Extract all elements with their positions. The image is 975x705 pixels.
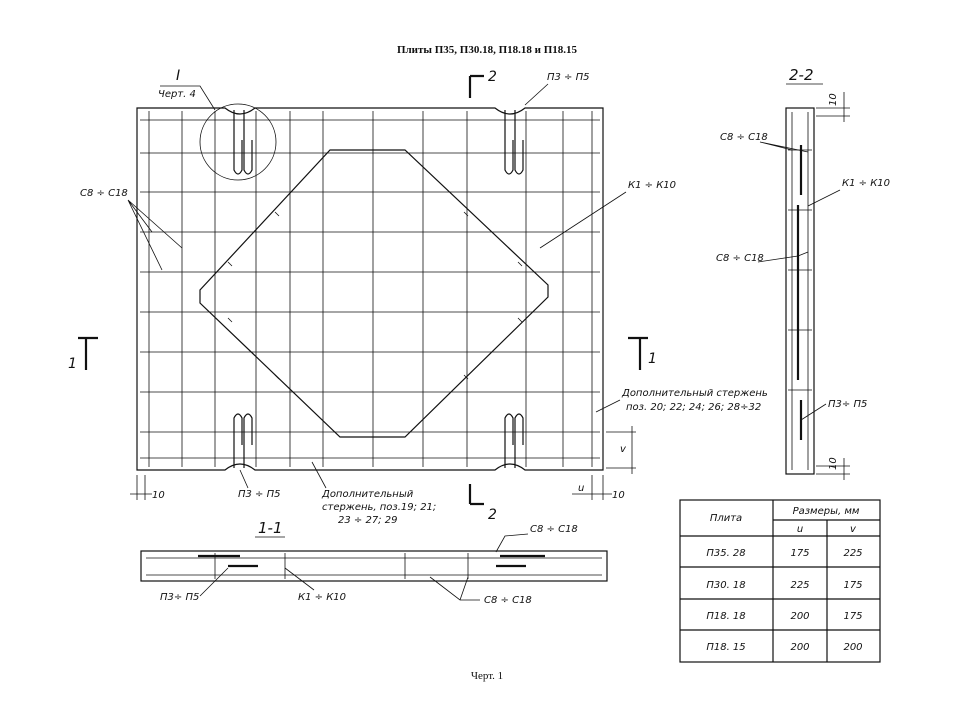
mesh-vertical-bars xyxy=(148,111,593,467)
table-border xyxy=(679,499,881,663)
section-2-2-dims xyxy=(816,92,850,480)
table-row-u: 175 xyxy=(790,548,809,559)
section-1-1-loops-label: П3÷ П5 xyxy=(160,592,199,603)
section-2-2-title: 2-2 xyxy=(789,66,814,84)
lifting-loop-bottom-right xyxy=(504,413,524,468)
loops-top-leader xyxy=(524,83,549,106)
table-row-u: 225 xyxy=(790,580,809,591)
mesh-horizontal-bars xyxy=(140,119,600,459)
lifting-loop-top-left xyxy=(233,110,253,175)
frames-label: К1 ÷ К10 xyxy=(628,180,676,191)
section-2-2-loops xyxy=(796,145,803,440)
table-row-u: 200 xyxy=(790,642,809,653)
table-row-v: 200 xyxy=(843,642,862,653)
slab-outline xyxy=(136,107,604,471)
extra-bar-right-label-2: поз. 20; 22; 24; 26; 28÷32 xyxy=(626,402,761,413)
sizes-table: Плита Размеры, мм u v П35. 28 175 225 П3… xyxy=(679,499,881,663)
mesh-left-leaders xyxy=(127,199,183,271)
section-1-1-outline xyxy=(140,550,608,582)
section-1-1-mesh-bottom-label: С8 ÷ С18 xyxy=(484,595,532,606)
table-header-sizes: Размеры, мм xyxy=(793,506,860,517)
section-2-2-dim-top: 10 xyxy=(828,93,839,106)
dim-right-value: 10 xyxy=(612,490,625,501)
section-1-left-label: 1 xyxy=(68,356,77,372)
section-2-2-bars xyxy=(788,112,812,470)
lifting-loop-bottom-left xyxy=(233,413,253,468)
diamond-frame xyxy=(199,149,549,438)
table-row-v: 225 xyxy=(843,548,862,559)
section-2-2-mesh-mid-leader xyxy=(757,251,809,263)
extra-bar-bottom-leader xyxy=(311,461,327,489)
section-1-right-label: 1 xyxy=(648,351,657,367)
detail-ref: Черт. 4 xyxy=(158,89,196,100)
dim-left-value: 10 xyxy=(152,490,165,501)
section-1-1-mesh-top-label: С8 ÷ С18 xyxy=(530,524,578,535)
drawing-title: Плиты П35, П30.18, П18.18 и П18.15 xyxy=(397,44,578,56)
detail-mark: I xyxy=(176,68,180,84)
extra-bar-bottom-label-1: Дополнительный xyxy=(321,489,414,500)
dimension-v xyxy=(606,426,636,474)
loops-bottom-label: П3 ÷ П5 xyxy=(238,489,281,500)
lifting-loop-top-right xyxy=(504,110,524,175)
table-grid xyxy=(680,500,880,662)
section-2-top-marker xyxy=(468,74,484,98)
extra-bar-bottom-label-3: 23 ÷ 27; 29 xyxy=(338,515,397,526)
section-1-1-title: 1-1 xyxy=(258,519,283,537)
section-1-1-loops-leader xyxy=(199,567,229,597)
frame-ticks xyxy=(227,211,523,380)
table-header-v: v xyxy=(850,524,857,535)
table-row-u: 200 xyxy=(790,611,809,622)
section-2-2-outline xyxy=(785,107,815,475)
dim-u-value: u xyxy=(578,483,584,494)
section-2-2-frames-leader xyxy=(807,189,841,207)
section-2-2-mesh-top-leader xyxy=(759,141,809,153)
section-2-bottom-label: 2 xyxy=(488,507,497,523)
section-2-2-loops-label: П3÷ П5 xyxy=(828,399,867,410)
section-1-1-frames-label: К1 ÷ К10 xyxy=(298,592,346,603)
extra-bar-right-leader xyxy=(595,399,621,413)
dimension-lines-bottom xyxy=(130,475,612,500)
section-1-1-frames-leader xyxy=(284,567,315,591)
figure-caption: Черт. 1 xyxy=(471,670,503,682)
section-1-1-mesh-bottom-leader xyxy=(429,576,480,601)
table-row-v: 175 xyxy=(843,580,862,591)
table-header-u: u xyxy=(797,524,803,535)
dim-v-value: v xyxy=(620,444,627,455)
section-1-left-marker xyxy=(78,336,98,370)
table-row-v: 175 xyxy=(843,611,862,622)
section-1-1: 1-1 П3÷ П5 К1 ÷ К10 С8 ÷ С18 С8 ÷ С18 xyxy=(140,519,608,606)
loops-top-label: П3 ÷ П5 xyxy=(547,72,590,83)
slab-plan: I Черт. 4 2 2 1 1 П3 ÷ П5 С8 ÷ С18 К1 ÷ … xyxy=(68,68,768,526)
section-2-2: 2-2 10 10 С8 ÷ С18 К1 xyxy=(716,66,890,480)
table-row-name: П35. 28 xyxy=(706,548,745,559)
section-1-right-marker xyxy=(628,336,648,370)
table-header-slab: Плита xyxy=(710,513,742,524)
section-2-2-dim-bottom: 10 xyxy=(828,457,839,470)
mesh-left-label: С8 ÷ С18 xyxy=(80,188,128,199)
table-row-name: П18. 18 xyxy=(706,611,745,622)
extra-bar-bottom-label-2: стержень, поз.19; 21; xyxy=(322,502,436,513)
section-2-2-loops-leader xyxy=(800,403,827,421)
section-1-1-loops xyxy=(198,554,545,568)
table-row-name: П18. 15 xyxy=(706,642,745,653)
section-2-2-frames-label: К1 ÷ К10 xyxy=(842,178,890,189)
section-2-2-mesh-mid-label: С8 ÷ С18 xyxy=(716,253,764,264)
section-1-1-bars xyxy=(146,553,602,579)
section-1-1-mesh-top-leader xyxy=(495,533,529,553)
detail-circle xyxy=(199,103,277,181)
table-row-name: П30. 18 xyxy=(706,580,745,591)
section-2-2-mesh-top-label: С8 ÷ С18 xyxy=(720,132,768,143)
loops-bottom-leader xyxy=(239,469,249,489)
section-2-bottom-marker xyxy=(468,484,484,506)
frames-leader xyxy=(539,191,627,249)
section-2-top-label: 2 xyxy=(488,69,497,85)
extra-bar-right-label-1: Дополнительный стержень xyxy=(621,388,768,399)
detail-leader xyxy=(160,85,216,111)
